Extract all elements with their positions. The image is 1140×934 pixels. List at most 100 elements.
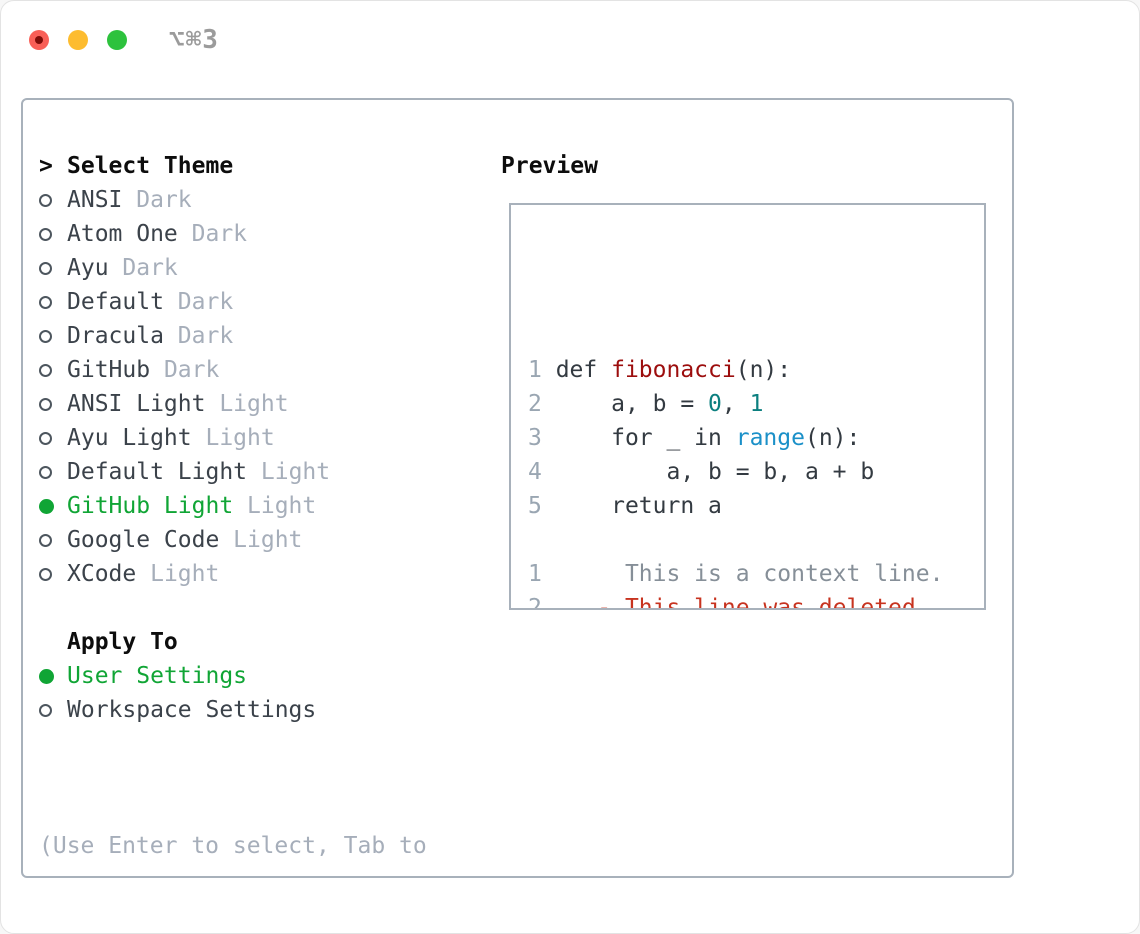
window-title: ⌥⌘3 <box>169 25 219 55</box>
radio-unselected-icon <box>39 533 52 547</box>
code-segment-lnum: 5 <box>528 493 556 519</box>
theme-option[interactable]: Dracula Dark <box>39 319 330 353</box>
theme-option[interactable]: Ayu Dark <box>39 251 330 285</box>
theme-name: Ayu <box>67 255 123 281</box>
code-segment-code: for _ in <box>555 425 736 451</box>
theme-option[interactable]: GitHub Light Light <box>39 489 330 523</box>
radio-unselected-icon <box>39 363 52 377</box>
hint-line-1: (Use Enter to select, Tab to <box>39 833 427 859</box>
apply-option-label: Workspace Settings <box>67 697 317 723</box>
theme-option[interactable]: Google Code Light <box>39 523 330 557</box>
apply-option[interactable]: Workspace Settings <box>39 693 316 727</box>
theme-name: ANSI <box>67 187 137 213</box>
code-line: 1 This is a context line. <box>528 557 984 591</box>
code-segment-code: (n): <box>804 425 861 451</box>
theme-variant: Light <box>205 425 275 451</box>
code-segment-func: fibonacci <box>611 357 736 383</box>
theme-variant: Dark <box>177 289 234 315</box>
theme-name: Default Light <box>67 459 261 485</box>
theme-variant: Dark <box>163 357 220 383</box>
code-segment-num: 1 <box>749 391 764 417</box>
code-segment-lnum: 2 <box>528 595 556 610</box>
radio-unselected-icon <box>39 465 52 479</box>
radio-unselected-icon <box>39 227 52 241</box>
theme-option[interactable]: Default Dark <box>39 285 330 319</box>
theme-option[interactable]: Ayu Light Light <box>39 421 330 455</box>
code-segment-lnum: 2 <box>528 391 556 417</box>
theme-variant: Dark <box>122 255 178 281</box>
radio-unselected-icon <box>39 703 52 717</box>
code-segment-lnum: 1 <box>528 561 556 587</box>
theme-name: GitHub <box>67 357 164 383</box>
radio-unselected-icon <box>39 329 52 343</box>
apply-to-header: Apply To <box>67 629 178 655</box>
code-segment-builtin: range <box>735 425 805 451</box>
close-button-icon[interactable] <box>29 30 49 50</box>
pointer-icon: > <box>39 153 53 179</box>
theme-list-header-row: > Select Theme <box>39 149 330 183</box>
code-segment-lnum: 1 <box>528 357 556 383</box>
radio-unselected-icon <box>39 295 52 309</box>
code-line <box>528 523 984 557</box>
code-segment-lnum: 3 <box>528 425 556 451</box>
theme-name: GitHub Light <box>67 493 248 519</box>
theme-option[interactable]: Default Light Light <box>39 455 330 489</box>
code-line: 4 a, b = b, a + b <box>528 455 984 489</box>
zoom-button-icon[interactable] <box>107 30 127 50</box>
code-segment-code: (n): <box>735 357 792 383</box>
radio-unselected-icon <box>39 431 52 445</box>
radio-selected-icon <box>39 668 54 684</box>
code-line: 2 - This line was deleted. <box>528 591 984 610</box>
theme-name: ANSI Light <box>67 391 220 417</box>
theme-name: Ayu Light <box>67 425 206 451</box>
theme-variant: Light <box>219 391 289 417</box>
theme-name: Dracula <box>67 323 178 349</box>
radio-unselected-icon <box>39 567 52 581</box>
theme-option[interactable]: ANSI Dark <box>39 183 330 217</box>
theme-variant: Dark <box>177 323 234 349</box>
theme-variant: Light <box>247 493 317 519</box>
code-line: 3 for _ in range(n): <box>528 421 984 455</box>
theme-variant: Dark <box>191 221 248 247</box>
minimize-button-icon[interactable] <box>68 30 88 50</box>
theme-list-header: Select Theme <box>67 153 234 179</box>
theme-name: Atom One <box>67 221 192 247</box>
theme-option[interactable]: XCode Light <box>39 557 330 591</box>
apply-option-label: User Settings <box>67 663 248 689</box>
theme-name: Google Code <box>67 527 234 553</box>
code-line: 5 return a <box>528 489 984 523</box>
theme-option[interactable]: Atom One Dark <box>39 217 330 251</box>
apply-option[interactable]: User Settings <box>39 659 316 693</box>
code-segment-code: return a <box>555 493 722 519</box>
titlebar: ⌥⌘3 <box>1 1 1139 79</box>
theme-option[interactable]: ANSI Light Light <box>39 387 330 421</box>
theme-option[interactable]: GitHub Dark <box>39 353 330 387</box>
code-segment-code: def <box>555 357 612 383</box>
radio-unselected-icon <box>39 261 52 275</box>
theme-variant: Light <box>233 527 303 553</box>
code-line: 1 def fibonacci(n): <box>528 353 984 387</box>
code-segment-code: a, b = <box>555 391 709 417</box>
radio-selected-icon <box>39 498 54 514</box>
hint-text: (Use Enter to select, Tab to change focu… <box>39 761 479 933</box>
code-segment-code: , <box>721 391 750 417</box>
code-line: 2 a, b = 0, 1 <box>528 387 984 421</box>
theme-variant: Dark <box>136 187 192 213</box>
theme-name: XCode <box>67 561 151 587</box>
code-segment-ctx: This is a context line. <box>555 561 944 587</box>
theme-name: Default <box>67 289 178 315</box>
theme-variant: Light <box>260 459 331 485</box>
code-segment-lnum: 4 <box>528 459 556 485</box>
radio-unselected-icon <box>39 193 52 207</box>
theme-variant: Light <box>150 561 220 587</box>
code-segment-code: a, b = b, a + b <box>555 459 875 485</box>
code-segment-del: - This line was deleted. <box>555 595 930 610</box>
radio-unselected-icon <box>39 397 52 411</box>
code-segment-num: 0 <box>708 391 722 417</box>
